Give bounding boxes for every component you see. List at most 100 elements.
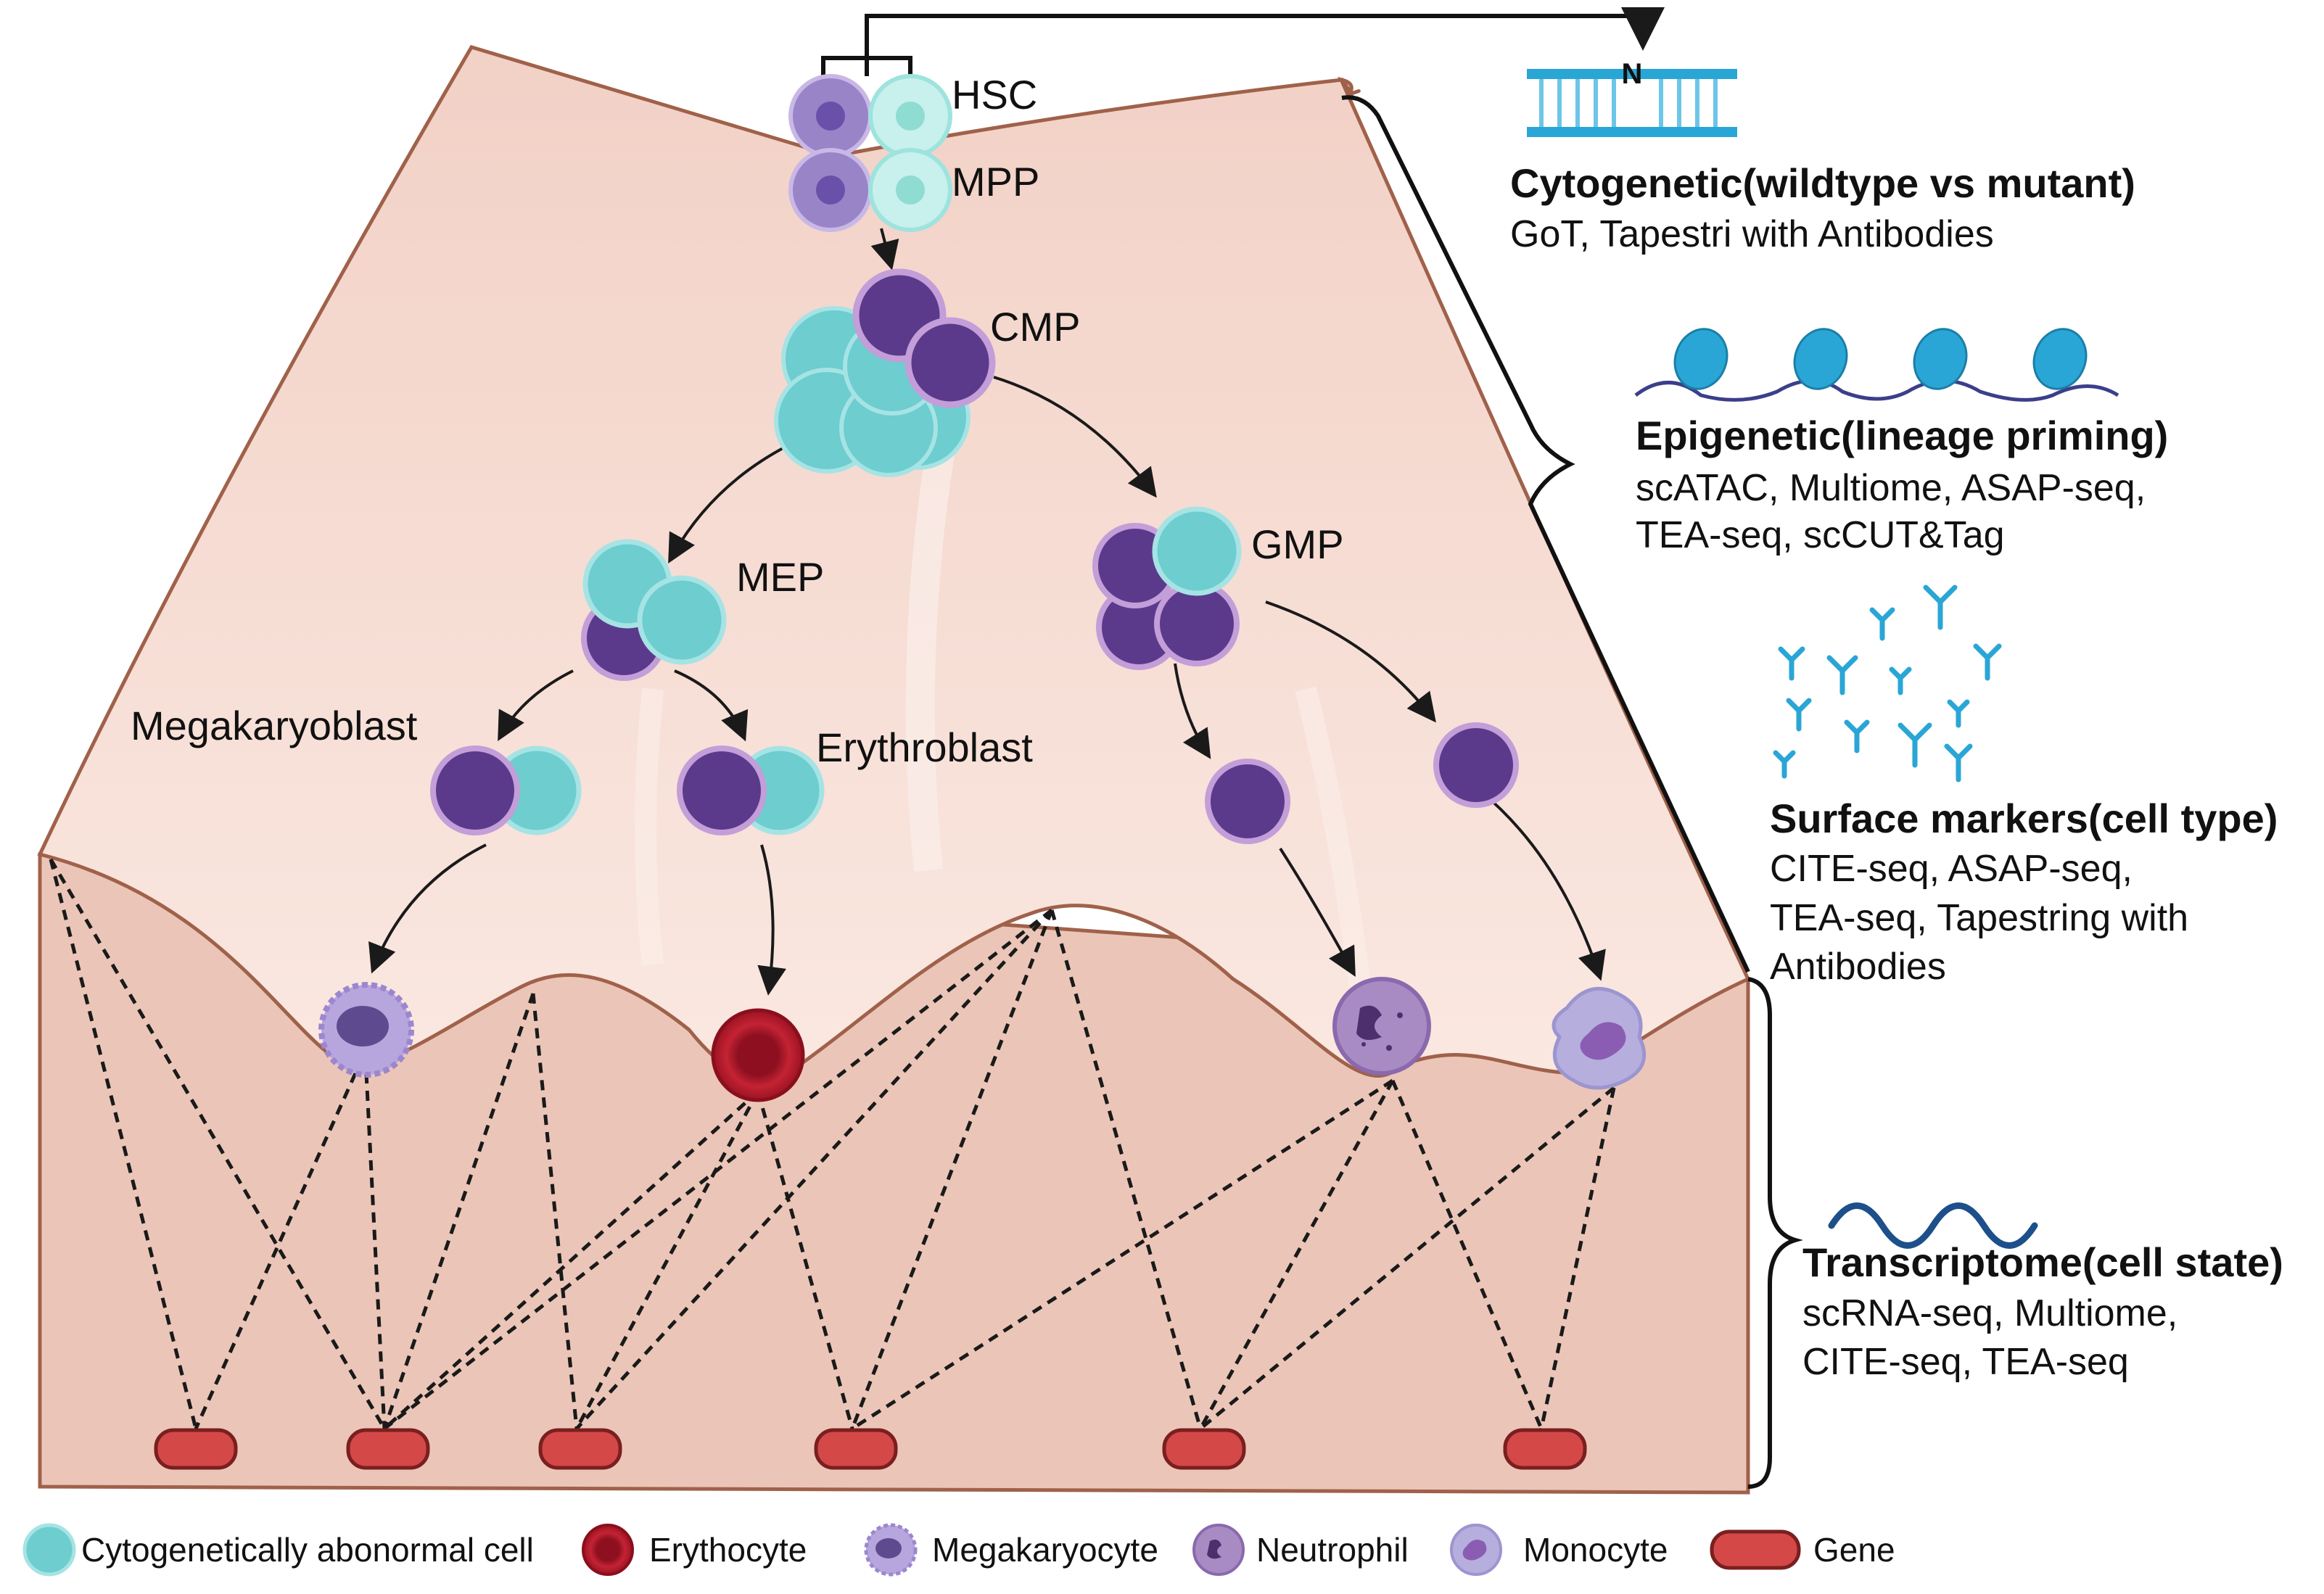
link: [364, 1073, 387, 1429]
epigenetic-title: Epigenetic(lineage priming): [1636, 413, 2168, 458]
legend-label: Monocyte: [1523, 1531, 1668, 1569]
legend-item-neutrophil: Neutrophil: [1192, 1524, 1409, 1576]
legend-label: Cytogenetically abonormal cell: [81, 1531, 534, 1569]
neutrophil-icon: [1192, 1524, 1245, 1576]
arrow-mep-erythroblast: [674, 669, 749, 742]
arrow-megakaryoblast-megakaryocyte: [368, 843, 487, 974]
cmp-label: CMP: [990, 304, 1080, 350]
legend-item-erythrocyte: Erythocyte: [582, 1524, 807, 1576]
neutrophil-precursor-cell: [1205, 759, 1290, 844]
cell-gene-links: [49, 858, 1616, 1431]
gene: [538, 1428, 622, 1470]
legend-label: Erythocyte: [649, 1531, 807, 1569]
link: [756, 1091, 854, 1429]
monocyte-precursor-cell: [1433, 722, 1519, 808]
gene-icon: [1710, 1529, 1801, 1570]
arrow-to-neutrophil: [1279, 847, 1356, 978]
legend-item-abnormal-cell: Cytogenetically abonormal cell: [22, 1523, 534, 1577]
megakaryoblast-label: Megakaryoblast: [131, 703, 418, 748]
legend-label: Megakaryocyte: [932, 1531, 1158, 1569]
monocyte-cell: [1552, 986, 1647, 1090]
link: [1390, 1080, 1544, 1429]
transcriptome-brace: [1747, 977, 1803, 1489]
link: [1539, 1087, 1616, 1429]
link: [1198, 1079, 1395, 1430]
erythroblast-cells: [677, 746, 825, 835]
gene: [814, 1428, 898, 1470]
legend-label: Neutrophil: [1256, 1531, 1409, 1569]
neutrophil-cell: [1332, 977, 1431, 1075]
antibody-icon: [1773, 585, 2002, 782]
link: [574, 1090, 760, 1430]
link: [575, 909, 1053, 1430]
link: [49, 858, 387, 1430]
surface-markers-panel: Surface markers(cell type) CITE-seq, ASA…: [1770, 585, 2278, 988]
mep-label: MEP: [736, 554, 824, 600]
cytogenetic-methods: GoT, Tapestri with Antibodies: [1510, 213, 1994, 255]
erythrocyte-icon: [582, 1524, 634, 1576]
erythrocyte-cell: [711, 1008, 805, 1102]
link: [1050, 909, 1203, 1429]
megakaryocyte-cell: [318, 982, 414, 1078]
cytogenetic-panel: N Cytogenetic(wildtype vs mutant) GoT, T…: [1510, 58, 2135, 255]
legend-item-monocyte: Monocyte: [1450, 1524, 1668, 1576]
differentiation-arrows: [368, 228, 1606, 996]
megakaryoblast-cells: [430, 746, 582, 835]
landscape-ridge: [1295, 686, 1375, 1017]
link: [1199, 1086, 1615, 1430]
mpp-label: MPP: [952, 159, 1039, 205]
landscape-brace: [1341, 95, 1750, 973]
arrow-cmp-gmp: [993, 376, 1157, 498]
surface-markers-methods-line-1: CITE-seq, ASAP-seq,: [1770, 848, 2133, 890]
link: [383, 909, 1053, 1430]
transcriptome-methods-line-1: scRNA-seq, Multiome,: [1802, 1292, 2177, 1334]
legend-item-megakaryocyte: Megakaryocyte: [864, 1523, 1158, 1577]
link: [851, 1078, 1394, 1431]
arrow-gmp-monocyte-precursor: [1265, 600, 1436, 723]
hsc-label: HSC: [952, 72, 1037, 117]
gene: [1162, 1428, 1246, 1470]
nucleosome-icon: [1634, 328, 2119, 402]
legend: Cytogenetically abonormal cell Erythocyt…: [22, 1523, 1895, 1577]
arrow-mep-megakaryoblast: [498, 669, 574, 742]
arrow-mpp-cmp: [870, 228, 899, 271]
mep-cells: [581, 539, 727, 681]
gene: [1503, 1428, 1587, 1470]
arrow-erythroblast-erythrocyte: [757, 844, 786, 996]
surface-markers-title: Surface markers(cell type): [1770, 796, 2278, 841]
landscape-ridge: [635, 687, 664, 966]
cmp-cells: [774, 268, 996, 477]
legend-label: Gene: [1813, 1531, 1895, 1569]
dna-icon: N: [1527, 58, 1737, 137]
legend-item-gene: Gene: [1710, 1529, 1895, 1570]
link: [49, 859, 198, 1429]
hsc-to-cytogenetic-connector: [865, 7, 1665, 76]
epigenetic-methods-line-1: scATAC, Multiome, ASAP-seq,: [1636, 467, 2146, 509]
genes: [154, 1428, 1587, 1470]
transcript-wave-icon: [1828, 1202, 2038, 1249]
link: [194, 1072, 358, 1430]
link: [531, 993, 579, 1429]
arrow-to-monocyte: [1478, 789, 1606, 981]
landscape-ridge: [905, 432, 957, 872]
mpp-cells: [788, 148, 952, 232]
link: [382, 993, 535, 1429]
transcriptome-title: Transcriptome(cell state): [1802, 1239, 2283, 1285]
gmp-cells: [1092, 506, 1242, 670]
transcriptome-panel: Transcriptome(cell state) scRNA-seq, Mul…: [1802, 1202, 2283, 1383]
arrow-cmp-mep: [668, 445, 788, 564]
epigenetic-methods-line-2: TEA-seq, scCUT&Tag: [1636, 514, 2005, 556]
hsc-bracket: [821, 56, 912, 83]
surface-markers-methods-line-3: Antibodies: [1770, 946, 1946, 988]
epigenetic-panel: Epigenetic(lineage priming) scATAC, Mult…: [1634, 328, 2168, 556]
surface-markers-methods-line-2: TEA-seq, Tapestring with: [1770, 897, 2188, 939]
cytogenetic-title: Cytogenetic(wildtype vs mutant): [1510, 160, 2135, 206]
link: [383, 1090, 759, 1430]
abnormal-cell-icon: [22, 1523, 76, 1577]
gmp-label: GMP: [1251, 521, 1344, 567]
dna-mutation-mark: N: [1622, 58, 1643, 90]
gene: [154, 1428, 238, 1470]
erythroblast-label: Erythroblast: [816, 724, 1033, 770]
hsc-cells: [788, 74, 952, 158]
